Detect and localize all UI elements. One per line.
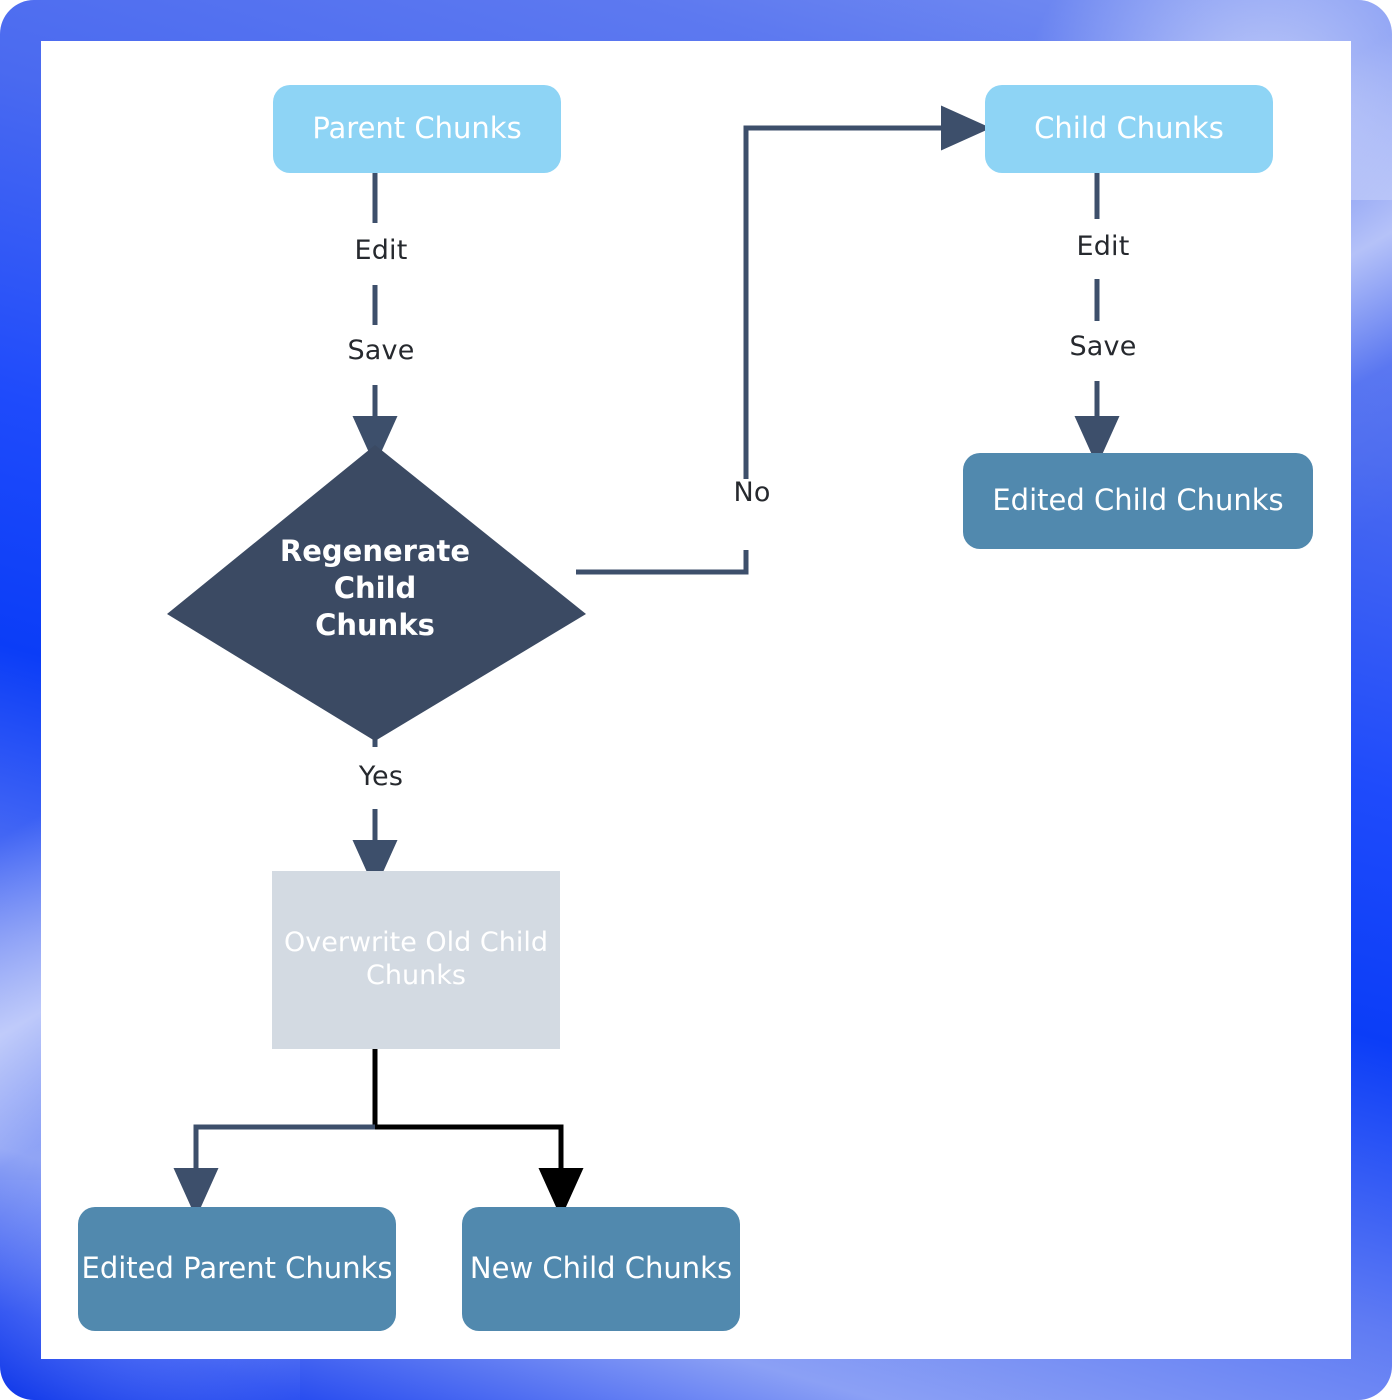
node-child-chunks[interactable]: Child Chunks: [985, 85, 1273, 173]
edge-label-child-edit: Edit: [1047, 233, 1159, 260]
node-edited-child-chunks[interactable]: Edited Child Chunks: [963, 453, 1313, 549]
node-overwrite-old-child-chunks[interactable]: Overwrite Old Child Chunks: [272, 871, 560, 1049]
node-edited-child-chunks-label: Edited Child Chunks: [992, 483, 1284, 518]
node-parent-chunks[interactable]: Parent Chunks: [273, 85, 561, 173]
edge-label-parent-edit: Edit: [325, 237, 437, 264]
edge-decision-no-to-child-chunks: [576, 550, 749, 575]
node-regenerate-child-chunks-label: Regenerate Child Chunks: [279, 534, 471, 643]
edge-label-decision-no: No: [696, 479, 808, 506]
node-edited-parent-chunks[interactable]: Edited Parent Chunks: [78, 1207, 396, 1331]
edge-overwrite-to-new-child: [375, 1124, 584, 1218]
edge-overwrite-to-edited-parent: [173, 1124, 375, 1218]
diagram-canvas: Parent Chunks Child Chunks Regenerate Ch…: [41, 41, 1351, 1359]
node-child-chunks-label: Child Chunks: [1034, 111, 1224, 146]
edge-label-child-save: Save: [1047, 333, 1159, 360]
node-edited-parent-chunks-label: Edited Parent Chunks: [81, 1251, 393, 1286]
flowchart-connectors: [167, 105, 1120, 1218]
edge-label-decision-yes: Yes: [325, 763, 437, 790]
decision-diamond-shape[interactable]: [167, 445, 586, 741]
edge-decision-no-vertical-upper: [743, 105, 991, 486]
node-parent-chunks-label: Parent Chunks: [312, 111, 522, 146]
node-overwrite-old-child-chunks-label: Overwrite Old Child Chunks: [284, 927, 548, 991]
node-new-child-chunks-label: New Child Chunks: [469, 1251, 733, 1286]
node-new-child-chunks[interactable]: New Child Chunks: [462, 1207, 740, 1331]
edge-label-parent-save: Save: [325, 337, 437, 364]
